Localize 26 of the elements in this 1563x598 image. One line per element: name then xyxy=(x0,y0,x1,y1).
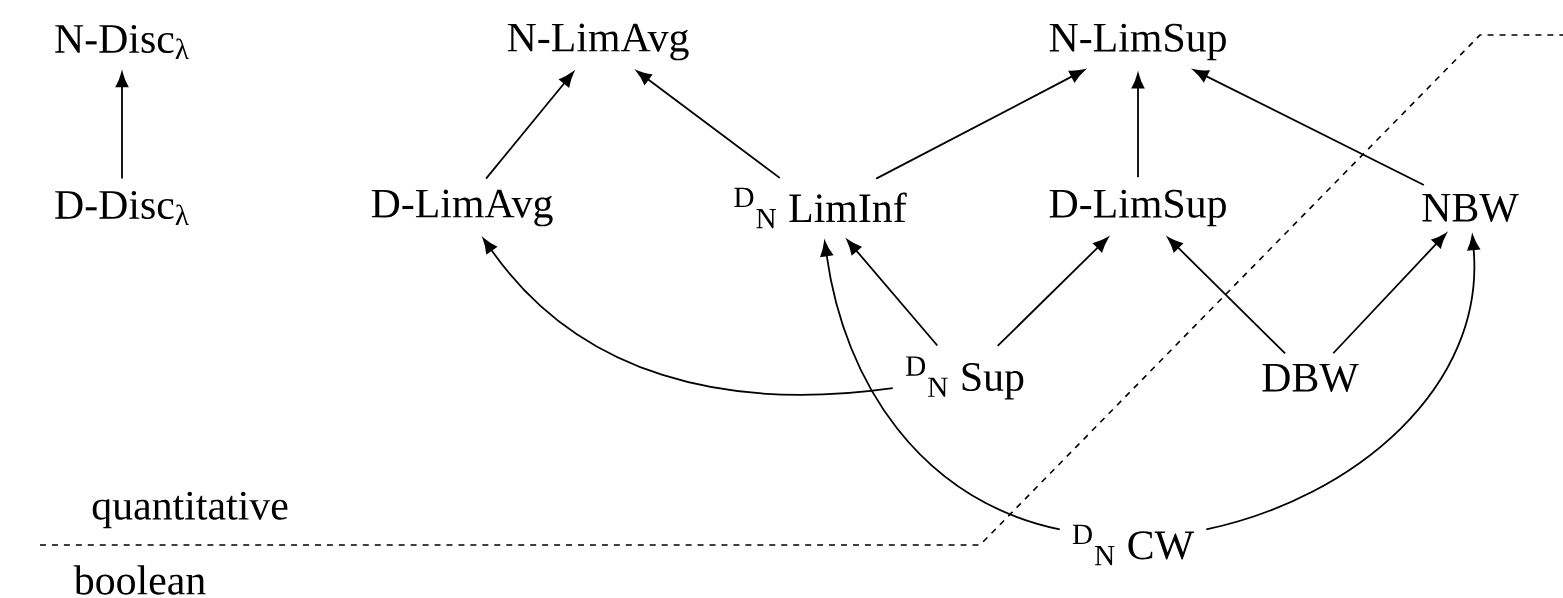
arrow xyxy=(996,237,1109,347)
arrow xyxy=(1131,73,1145,179)
node-label: D$_{N}$ CW xyxy=(1072,524,1194,566)
arrow xyxy=(846,239,939,347)
node-label: D-LimAvg xyxy=(371,189,553,227)
arrow xyxy=(875,69,1085,180)
node-label: D$_{N}$ LimInf xyxy=(734,187,907,229)
arrow xyxy=(1167,237,1287,355)
node-label: N-LimAvg xyxy=(507,23,689,61)
node-label: N-Disc$_{λ}$ xyxy=(55,24,189,60)
node-label: D-Disc$_{λ}$ xyxy=(55,190,189,226)
arrow xyxy=(820,241,1061,531)
arrow xyxy=(636,70,781,179)
node-label: NBW xyxy=(1422,193,1519,222)
node-label: N-LimSup xyxy=(1049,23,1226,61)
region-label: boolean xyxy=(73,565,206,595)
node-label: DBW xyxy=(1262,363,1359,392)
arrow xyxy=(485,71,574,180)
node-label: D-LimSup xyxy=(1049,189,1226,227)
arrow xyxy=(1193,69,1425,186)
arrow xyxy=(482,238,894,396)
arrow xyxy=(1205,235,1480,531)
arrow xyxy=(1332,233,1447,355)
node-label: D$_{N}$ Sup xyxy=(905,356,1024,400)
arrow xyxy=(115,72,129,180)
region-label: quantitative xyxy=(92,491,288,529)
